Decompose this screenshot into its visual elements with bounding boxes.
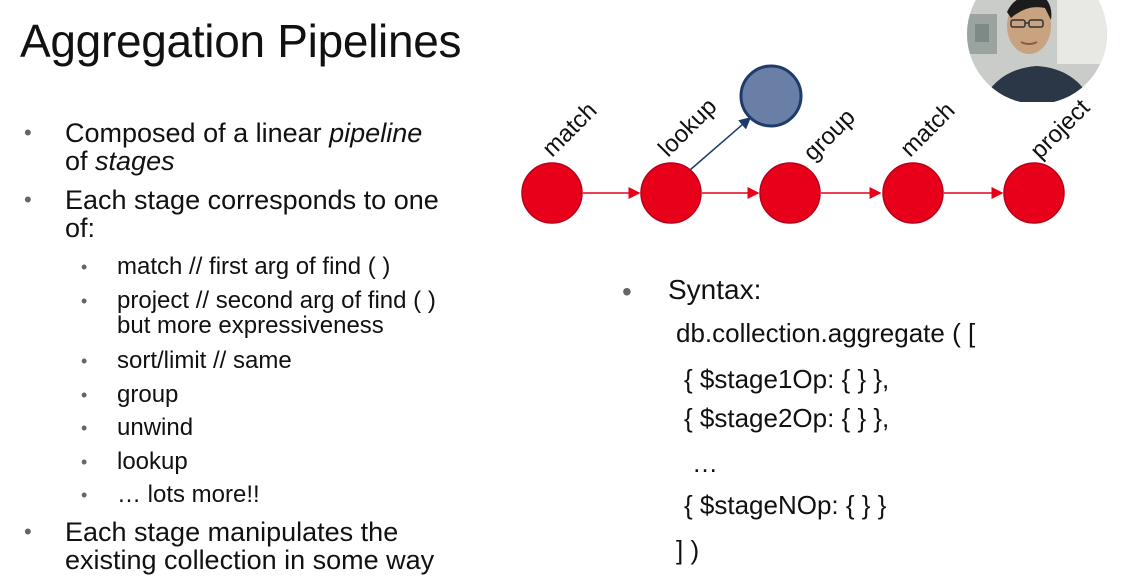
sub-bullet-unwind: • unwind (81, 414, 194, 441)
bullet-text: Each stage corresponds to one (65, 185, 439, 215)
syntax-label: Syntax: (668, 274, 762, 305)
sub-bullet-dot: • (81, 385, 88, 405)
sub-bullet-sort-limit: • sort/limit // same (81, 347, 292, 374)
presenter-webcam (957, 0, 1117, 102)
bullet-manipulates: • Each stage manipulates the (24, 517, 399, 547)
sub-bullet-match: • match // first arg of find ( ) (81, 253, 391, 280)
sub-bullet-text: group (117, 381, 179, 408)
stage-node-match-2 (882, 162, 944, 224)
sub-bullet-text: lookup (117, 448, 188, 475)
sub-bullet-dot: • (81, 351, 88, 371)
sub-bullet-dot: • (81, 418, 88, 438)
sub-bullet-group: • group (81, 381, 179, 408)
bullet-emphasis-stages: stages (95, 146, 175, 176)
stage-node-group (759, 162, 821, 224)
slide-title: Aggregation Pipelines (20, 15, 462, 67)
lookup-collection-node (739, 64, 803, 128)
bullet-text: of (65, 146, 96, 176)
bullet-each-stage-cont: of: (65, 213, 95, 243)
sub-bullet-text: sort/limit // same (117, 347, 292, 374)
bullet-each-stage: • Each stage corresponds to one (24, 185, 439, 215)
stage-label-match-2: match (895, 97, 960, 162)
stage-label-group: group (798, 104, 861, 167)
sub-bullet-dot: • (81, 485, 88, 505)
bullet-dot: • (24, 519, 32, 544)
presenter-avatar (965, 0, 1109, 102)
bullet-text: of: (65, 213, 96, 243)
sub-bullet-dot: • (81, 257, 88, 277)
code-line: … (692, 448, 718, 478)
syntax-bullet-dot: • (622, 276, 632, 307)
bullet-composed: • Composed of a linear pipeline (24, 118, 423, 148)
sub-bullet-project-cont: but more expressiveness (117, 313, 384, 339)
stage-label-match: match (537, 97, 602, 162)
lookup-arrow (689, 117, 752, 171)
stage-node-match (521, 162, 583, 224)
sub-bullet-text: project // second arg of find ( ) (117, 287, 436, 314)
sub-bullet-text: but more expressiveness (117, 312, 384, 339)
code-line: { $stageNOp: { } } (684, 490, 887, 520)
sub-bullet-text: match // first arg of find ( ) (117, 253, 391, 280)
sub-bullet-lookup: • lookup (81, 448, 188, 475)
sub-bullet-text: unwind (117, 414, 194, 441)
sub-bullet-more: • … lots more!! (81, 481, 260, 508)
bullet-emphasis-pipeline: pipeline (329, 118, 423, 148)
code-line: db.collection.aggregate ( [ (676, 318, 976, 348)
bullet-manipulates-cont: existing collection in some way (65, 545, 434, 575)
bullet-composed-cont: of stages (65, 146, 175, 176)
code-line: { $stage1Op: { } }, (684, 364, 890, 394)
bullet-text: Composed of a linear (65, 118, 330, 148)
bullet-text: Each stage manipulates the (65, 517, 399, 547)
sub-bullet-dot: • (81, 452, 88, 472)
sub-bullet-project: • project // second arg of find ( ) (81, 287, 436, 314)
stage-node-lookup (640, 162, 702, 224)
stage-label-project: project (1025, 94, 1095, 164)
sub-bullet-text: … lots more!! (117, 481, 260, 508)
stage-node-project (1003, 162, 1065, 224)
code-line: { $stage2Op: { } }, (684, 403, 890, 433)
bullet-text: existing collection in some way (65, 545, 435, 575)
bullet-dot: • (24, 187, 32, 212)
code-line: ] ) (676, 535, 700, 565)
bullet-dot: • (24, 120, 32, 145)
sub-bullet-dot: • (81, 291, 88, 311)
